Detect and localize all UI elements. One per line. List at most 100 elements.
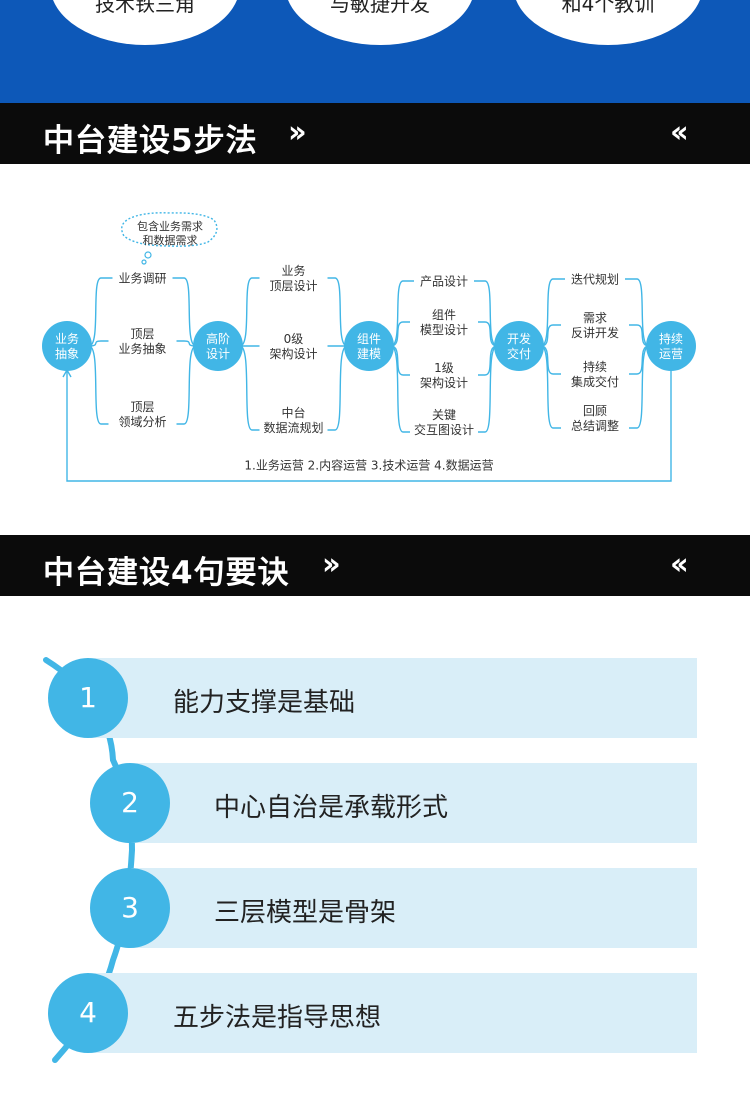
branch-label: 0级架构设计	[269, 332, 317, 361]
text-line: 关键	[432, 408, 456, 422]
section-title: 中台建设5步法	[43, 123, 258, 159]
branch-line	[239, 345, 260, 431]
motto-text: 中心自治是承载形式	[214, 793, 449, 823]
text-line: 交付	[507, 346, 531, 361]
top-circle-label: 技术铁三角	[95, 0, 195, 16]
text-line: 业务抽象	[118, 341, 166, 356]
text-line: 产品设计	[420, 274, 468, 288]
text-line: 数据流规划	[263, 420, 323, 435]
text-line: 抽象	[55, 347, 79, 361]
step-node	[193, 321, 243, 371]
branch-label: 需求反讲开发	[571, 311, 619, 340]
step-node-label: 高阶设计	[206, 331, 230, 361]
motto-item-1	[90, 658, 697, 738]
top-circle-label: 与敏捷开发	[330, 0, 430, 16]
branch-label: 1级架构设计	[420, 361, 468, 390]
branch-line	[629, 345, 650, 375]
motto-item-2	[131, 763, 697, 843]
loop-label: 1.业务运营 2.内容运营 3.技术运营 4.数据运营	[244, 457, 493, 472]
text-line: 模型设计	[420, 323, 468, 337]
text-line: 中台	[281, 405, 305, 420]
motto-text: 能力支撑是基础	[173, 688, 356, 718]
branch-line	[327, 277, 348, 347]
text-line: 业务	[55, 331, 79, 346]
bubble-dot	[144, 251, 152, 259]
branch-line	[239, 277, 260, 347]
branch-label: 迭代规划	[571, 271, 619, 286]
branch-label: 中台数据流规划	[263, 405, 323, 435]
branch-line	[88, 277, 113, 347]
top-banner: 技术铁三角 与敏捷开发 和4个教训	[0, 0, 750, 103]
motto-item-3	[131, 868, 697, 948]
text-line: 回顾	[583, 404, 607, 418]
text-line: 迭代规划	[571, 271, 619, 286]
motto-number: 3	[90, 868, 170, 948]
text-line: 架构设计	[269, 346, 317, 361]
branch-label: 业务顶层设计	[269, 263, 317, 293]
branch-line	[474, 280, 498, 347]
branch-line	[540, 345, 561, 429]
branch-label: 顶层业务抽象	[118, 327, 166, 356]
text-line: 总结调整	[571, 418, 619, 433]
text-line: 顶层设计	[269, 279, 317, 293]
step-node	[344, 321, 394, 371]
loop-line	[66, 368, 672, 482]
speech-bubble-text: 包含业务需求和数据需求	[137, 219, 203, 247]
section-title: 中台建设4句要诀	[43, 555, 290, 591]
text-line: 持续	[583, 359, 607, 374]
branch-line	[327, 345, 348, 431]
section-header-five-steps: 中台建设5步法 ›› ‹‹	[0, 103, 750, 164]
branch-line	[478, 321, 498, 347]
branch-label: 回顾总结调整	[571, 404, 619, 433]
branch-line	[540, 278, 565, 347]
step-node-label: 组件建模	[357, 332, 381, 361]
text-line: 业务	[281, 263, 305, 278]
step-node-label: 持续运营	[659, 331, 683, 361]
text-line: 业务调研	[118, 270, 166, 285]
branch-line	[390, 280, 414, 347]
text-line: 需求	[583, 311, 607, 325]
text-line: 包含业务需求	[137, 219, 203, 233]
bubble-dot	[141, 259, 147, 265]
motto-item-4	[90, 973, 697, 1053]
branch-label: 组件模型设计	[420, 308, 468, 337]
top-circle-3: 和4个教训	[513, 0, 703, 45]
branch-line	[390, 321, 410, 347]
motto-number: 2	[90, 763, 170, 843]
top-circle-2: 与敏捷开发	[285, 0, 475, 45]
text-line: 和数据需求	[143, 233, 198, 247]
step-node	[494, 321, 544, 371]
branch-line	[176, 345, 197, 425]
text-line: 开发	[507, 331, 531, 346]
text-line: 1级	[434, 361, 454, 375]
text-line: 持续	[659, 331, 683, 346]
text-line: 顶层	[130, 327, 154, 341]
branch-line	[390, 345, 410, 433]
motto-text: 五步法是指导思想	[173, 1003, 382, 1033]
branch-line	[390, 345, 410, 376]
step-node-label: 开发交付	[507, 331, 531, 361]
motto-text: 三层模型是骨架	[214, 898, 397, 928]
chevron-right-icon: ››	[288, 115, 307, 150]
branch-line	[625, 278, 650, 347]
motto-number: 1	[48, 658, 128, 738]
branch-line	[88, 345, 109, 425]
top-circle-label: 和4个教训	[561, 0, 655, 16]
step-node	[42, 321, 92, 371]
step-node	[646, 321, 696, 371]
text-line: 建模	[357, 347, 381, 361]
text-line: 高阶	[206, 331, 230, 346]
text-line: 领域分析	[118, 415, 166, 429]
text-line: 架构设计	[420, 375, 468, 390]
top-circle-1: 技术铁三角	[50, 0, 240, 45]
branch-label: 顶层领域分析	[118, 400, 166, 429]
chevron-left-icon: ‹‹	[670, 547, 689, 582]
text-line: 集成交付	[571, 374, 619, 389]
text-line: 设计	[206, 347, 230, 361]
branch-label: 持续集成交付	[571, 359, 619, 389]
text-line: 组件	[432, 308, 456, 322]
step-node-label: 业务抽象	[55, 331, 79, 361]
speech-bubble	[121, 212, 218, 247]
branch-line	[478, 345, 498, 433]
text-line: 顶层	[130, 400, 154, 414]
